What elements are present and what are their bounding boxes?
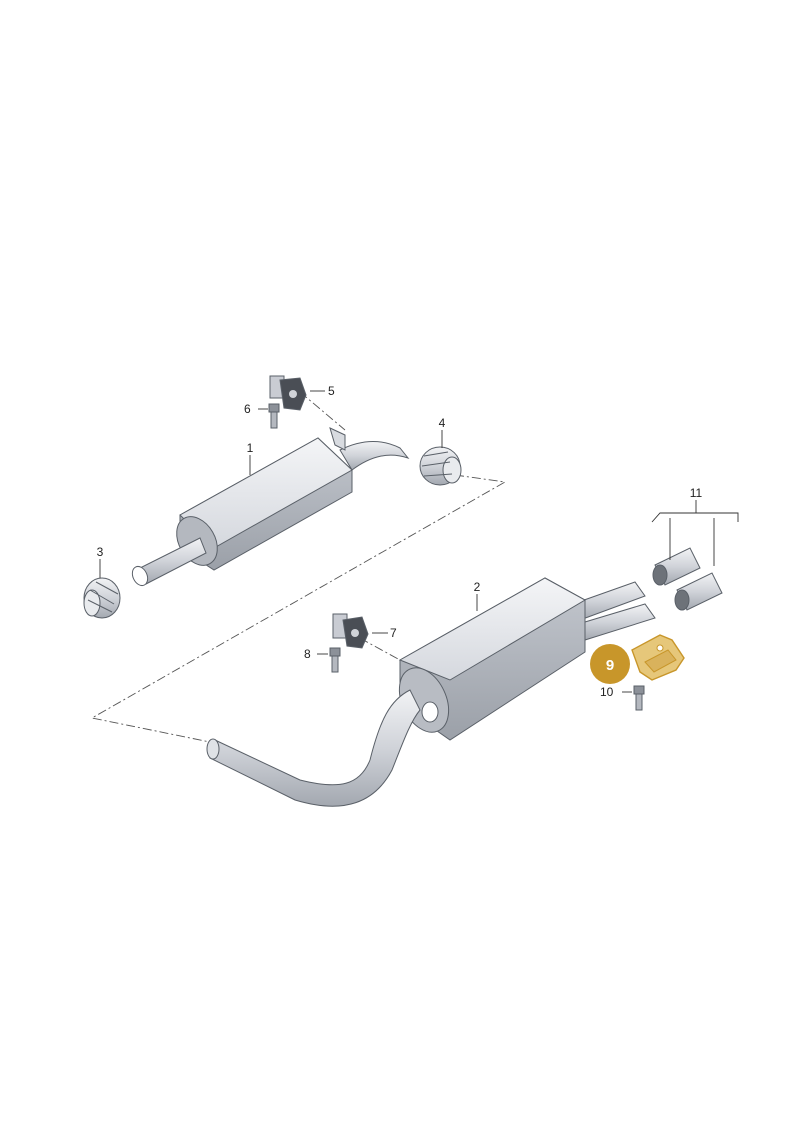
label-8: 8 [304, 647, 311, 661]
label-11: 11 [690, 486, 703, 500]
bolt-middle [329, 647, 341, 673]
bolt-upper [268, 403, 280, 429]
label-9: 9 [606, 657, 614, 674]
mounting-bracket-highlighted [631, 634, 685, 681]
badge-circle [590, 644, 630, 684]
clamp-front [83, 577, 121, 619]
tailpipe-tip-upper [652, 547, 701, 586]
label-3: 3 [97, 545, 104, 559]
label-5: 5 [328, 384, 335, 398]
label-1: 1 [247, 441, 254, 455]
callout-labels: 1 2 3 4 5 6 7 8 10 11 [97, 384, 703, 699]
label-10: 10 [600, 685, 614, 699]
label-6: 6 [244, 402, 251, 416]
rubber-hanger-upper [269, 375, 307, 411]
clamp-rear [419, 446, 462, 486]
label-7: 7 [390, 626, 397, 640]
leader-lines [99, 390, 739, 693]
assembly-line [90, 391, 507, 743]
bolt-lower [633, 685, 645, 711]
label-2: 2 [474, 580, 481, 594]
front-muffler [131, 427, 410, 587]
rear-muffler [206, 577, 656, 807]
part-9-badge: 9 [590, 644, 630, 684]
tailpipe-tip-lower [674, 572, 723, 611]
rubber-hanger-lower [332, 613, 369, 649]
label-4: 4 [439, 416, 446, 430]
